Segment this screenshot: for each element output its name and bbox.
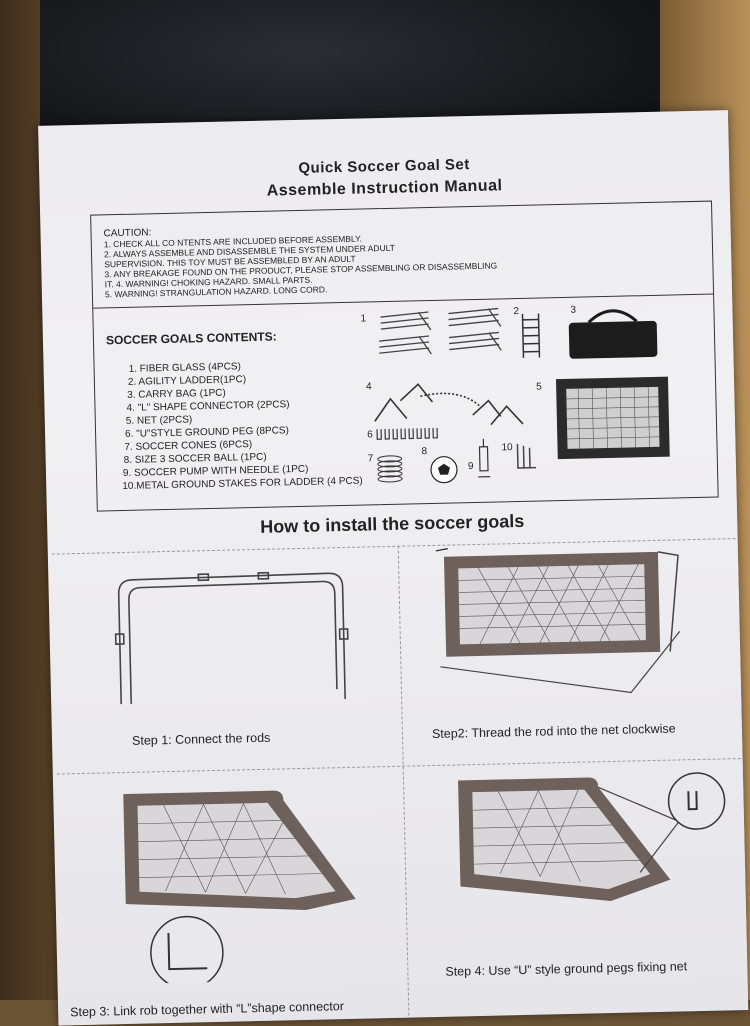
step1-caption: Step 1: Connect the rods — [132, 731, 271, 748]
step2-diagram — [428, 541, 722, 708]
fiberglass-rods-icon — [378, 308, 501, 355]
caution-section: CAUTION: 1. CHECK ALL CO NTENTS ARE INCL… — [103, 220, 497, 299]
metal-ground-stakes-icon — [517, 444, 536, 468]
carry-bag-icon — [568, 310, 657, 359]
part-number: 3 — [570, 305, 576, 316]
step3-caption: Step 3: Link rob together with “L”shape … — [70, 999, 344, 1019]
caution-contents-box: CAUTION: 1. CHECK ALL CO NTENTS ARE INCL… — [90, 201, 719, 512]
goal-net-icon — [556, 377, 670, 460]
part-number: 10 — [501, 442, 513, 453]
soccer-pump-icon — [477, 439, 490, 477]
grid-line — [398, 546, 410, 1016]
part-number: 5 — [536, 381, 542, 392]
part-number: 6 — [367, 429, 373, 440]
parts-illustration: 1 2 3 4 — [358, 302, 712, 500]
step4-diagram — [438, 760, 732, 967]
step2-caption: Step2: Thread the rod into the net clock… — [432, 722, 676, 742]
part-number: 7 — [368, 453, 374, 464]
contents-heading: SOCCER GOALS CONTENTS: — [106, 329, 277, 347]
instruction-sheet: Quick Soccer Goal Set Assemble Instructi… — [38, 110, 748, 1025]
u-ground-peg-icon — [377, 428, 437, 439]
part-number: 8 — [421, 446, 427, 457]
agility-ladder-icon — [522, 314, 539, 358]
part-number: 9 — [468, 461, 474, 472]
step1-diagram — [98, 558, 371, 714]
l-shape-connector-icon — [374, 382, 523, 427]
part-number: 1 — [360, 313, 366, 324]
step3-diagram — [103, 778, 397, 985]
soccer-ball-icon — [431, 456, 458, 483]
part-number: 2 — [513, 306, 519, 317]
part-number: 4 — [366, 381, 372, 392]
soccer-cones-icon — [378, 456, 403, 483]
contents-list: 1. FIBER GLASS (4PCS) 2. AGILITY LADDER(… — [94, 358, 362, 494]
install-heading: How to install the soccer goals — [47, 506, 737, 543]
